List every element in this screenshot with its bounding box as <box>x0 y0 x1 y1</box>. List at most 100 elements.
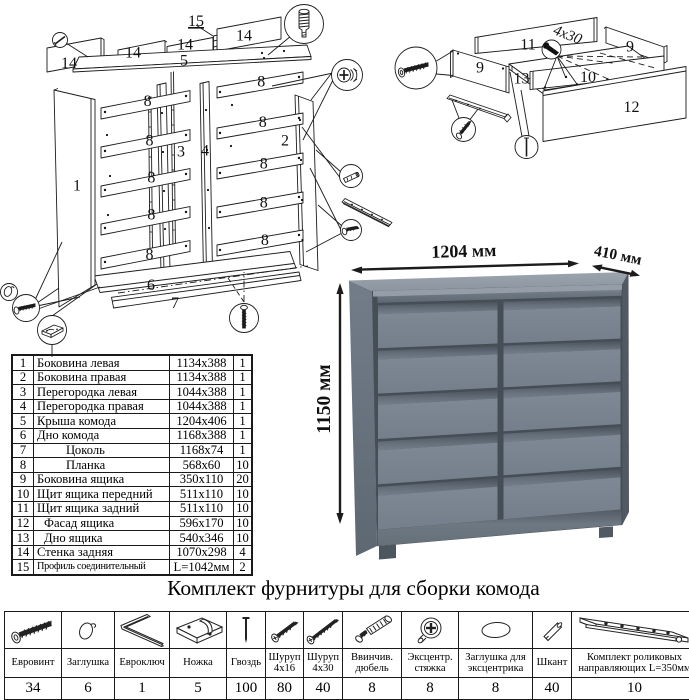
hardware-item-qty: 80 <box>265 677 304 700</box>
product-render: 1204 мм 410 мм 1150 мм <box>314 240 644 560</box>
label-plank: 8 <box>259 114 267 131</box>
drawer-diagram: 11 9 9 13 10 12 4x30 <box>394 17 687 159</box>
wood-dowel-icon <box>543 622 563 642</box>
nail-icon <box>242 617 250 643</box>
carcass-roller-guide <box>341 198 393 228</box>
label-back-panel-4: 14 <box>236 27 252 44</box>
label-back-panel-2: 14 <box>125 45 141 62</box>
part-num-cell: 3 <box>11 384 34 400</box>
part-num-cell: 7 <box>11 442 34 459</box>
part-size-cell: 350x110 <box>169 471 234 488</box>
foot-callout-icon <box>37 315 67 345</box>
hardware-item-qty: 8 <box>401 677 459 700</box>
drawer-roller-guide <box>446 94 512 123</box>
part-qty-cell: 10 <box>233 515 253 532</box>
label-back-panel-1: 14 <box>61 55 77 72</box>
label-top: 5 <box>180 53 188 70</box>
part-name-cell: Дно комода <box>33 427 170 444</box>
label-drawer-bottom: 13 <box>514 71 530 88</box>
hardware-item-label: Евровинт <box>4 648 62 678</box>
label-profile: 15 <box>188 13 204 30</box>
label-back-panel-3: 14 <box>177 37 193 54</box>
label-drawer-back: 11 <box>520 37 535 54</box>
carcass-hole-dots <box>103 49 304 264</box>
wood-dowel-callout-icon <box>339 164 363 188</box>
screw-dowel-icon <box>355 615 393 643</box>
part-name-cell: Планка <box>33 457 170 473</box>
height-dimension: 1150 мм <box>314 364 335 433</box>
part-name-cell: Профиль соединительный <box>33 559 170 576</box>
hardware-item-label: Шкант <box>532 648 572 678</box>
drawer-4x30-screw-icon <box>541 39 562 60</box>
hardware-labels-row: Евровинт Заглушка Евроключ Ножка Гвоздь … <box>4 648 689 678</box>
hardware-item-qty: 100 <box>226 677 266 700</box>
screw-callout-icon <box>340 219 362 241</box>
part-size-cell: L=1042мм <box>169 559 234 576</box>
part-size-cell: 1204x406 <box>169 413 234 429</box>
euro-screw-icon <box>11 620 52 644</box>
part-size-cell: 596x170 <box>169 515 234 532</box>
euro-screw-callout-icon <box>12 294 40 322</box>
carcass-side-left <box>53 88 96 308</box>
hardware-item-qty: 10 <box>571 677 689 700</box>
hardware-item-qty: 34 <box>4 677 62 700</box>
part-qty-cell: 1 <box>233 413 253 429</box>
euro-screw-vertical-callout-icon <box>229 303 259 333</box>
plug-cap-icon <box>79 622 97 640</box>
hardware-item-label: Гвоздь <box>226 648 266 678</box>
part-size-cell: 1168x74 <box>169 442 234 459</box>
carcass-planks-left <box>100 90 191 270</box>
label-plank: 8 <box>260 155 268 172</box>
label-partition-left: 3 <box>177 144 185 161</box>
part-size-cell: 1044x388 <box>169 384 234 400</box>
part-size-cell: 540x346 <box>169 530 234 546</box>
part-qty-cell: 1 <box>233 427 253 444</box>
hardware-icons-row <box>4 611 689 649</box>
part-size-cell: 568x60 <box>169 457 234 473</box>
part-name-cell: Щит ящика задний <box>33 500 170 517</box>
dresser-right-edge <box>622 272 629 525</box>
part-size-cell: 1134x388 <box>169 369 234 386</box>
part-name-cell: Перегородка левая <box>33 384 170 400</box>
hardware-item-qty: 40 <box>303 677 343 700</box>
width-dimension: 1204 мм <box>431 240 497 262</box>
label-plank: 8 <box>144 93 152 110</box>
part-qty-cell: 1 <box>233 384 253 400</box>
drawer-euro-screw-callout-icon <box>394 46 438 90</box>
drawer-labels: 11 9 9 13 10 12 4x30 <box>476 23 640 116</box>
part-qty-cell: 1 <box>233 398 253 415</box>
part-name-cell: Дно ящика <box>33 530 170 546</box>
part-num-cell: 11 <box>11 500 34 517</box>
cam-lock-callout-icon <box>331 59 363 91</box>
dresser-top-face <box>349 272 629 291</box>
drawer-facade <box>542 66 687 142</box>
part-qty-cell: 1 <box>233 354 253 371</box>
hardware-item-label: Шуруп 4x30 <box>303 648 343 678</box>
part-qty-cell: 20 <box>233 471 253 488</box>
cam-lock-icon <box>417 617 442 644</box>
part-name-cell: Боковина правая <box>33 369 170 386</box>
carcass-diagram: 15 14 14 14 14 5 1 2 3 4 6 7 8 8 8 8 8 8… <box>0 4 393 357</box>
hardware-item-qty: 40 <box>532 677 572 700</box>
part-size-cell: 511x110 <box>169 486 234 502</box>
part-num-cell: 15 <box>11 559 34 576</box>
part-num-cell: 1 <box>11 354 34 371</box>
part-qty-cell: 10 <box>233 457 253 473</box>
part-num-cell: 2 <box>11 369 34 386</box>
label-plank: 8 <box>147 207 155 224</box>
screw-4x16-icon <box>270 621 298 643</box>
screw-dowel-callout-icon <box>284 4 324 44</box>
part-qty-cell: 10 <box>233 530 253 546</box>
label-drawer-side-left: 9 <box>476 60 484 77</box>
hardware-item-label: Ножка <box>169 648 227 678</box>
